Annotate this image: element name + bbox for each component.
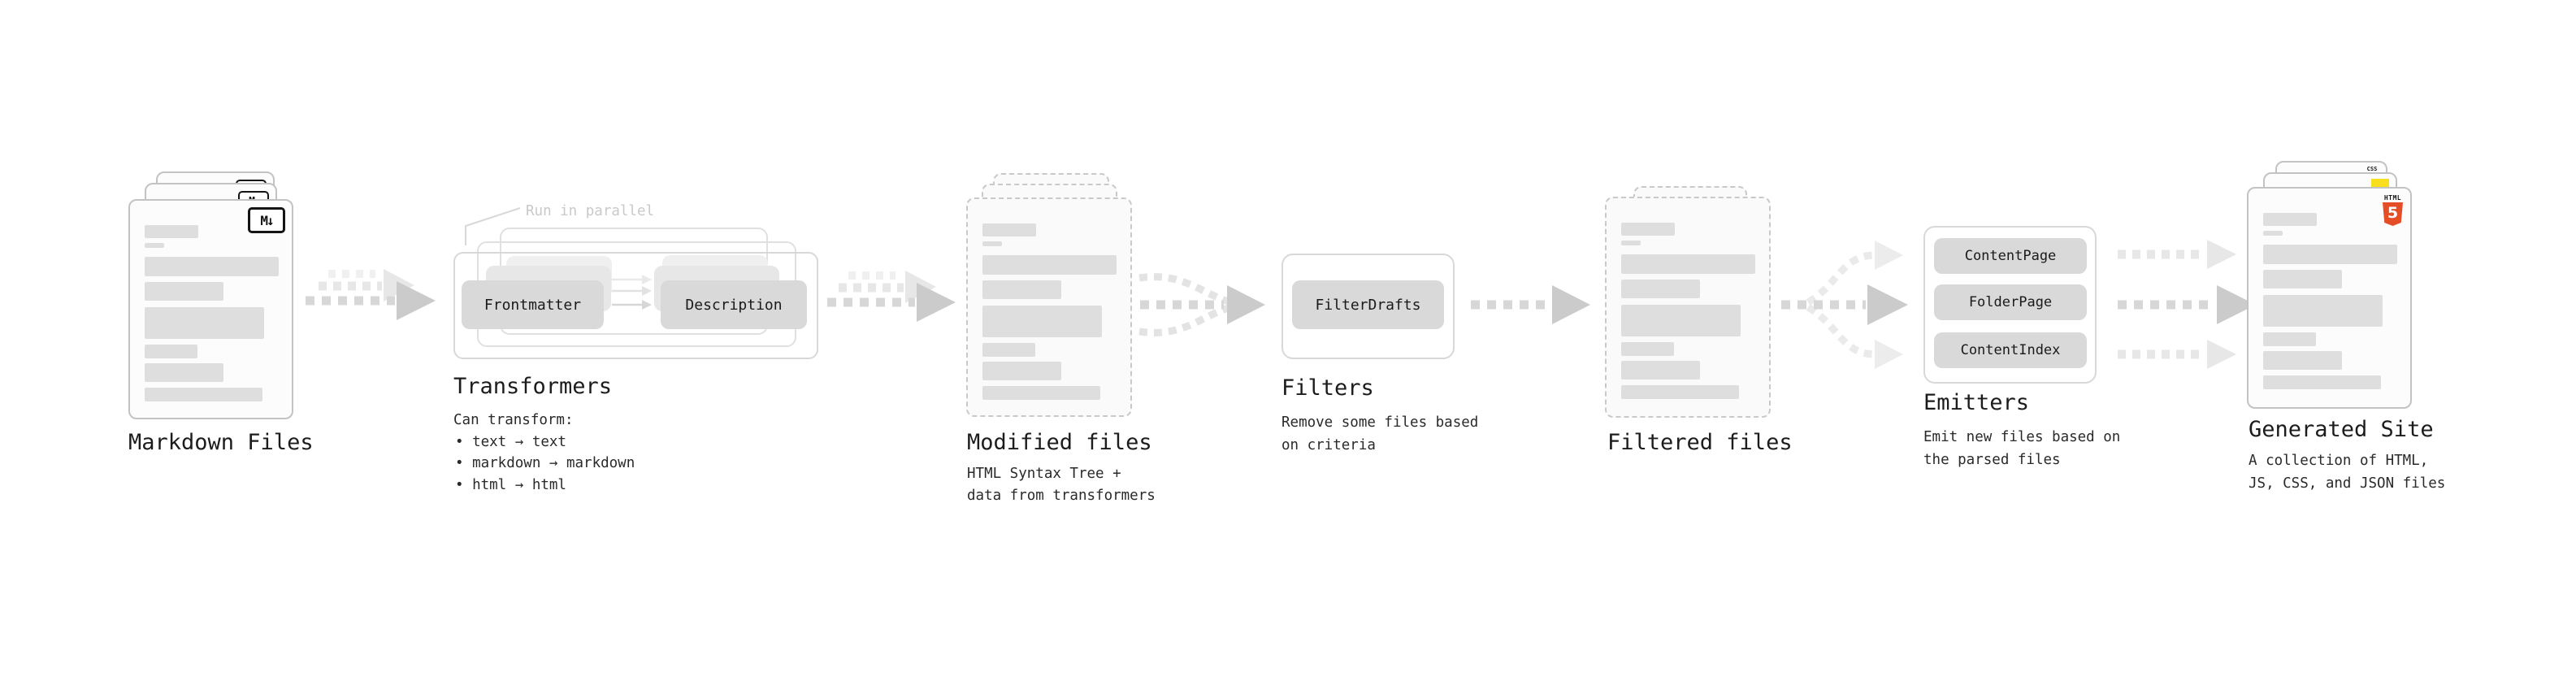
html5-shield: 5 [2383,202,2403,226]
generated-site-caption: A collection of HTML, JS, CSS, and JSON … [2249,449,2445,495]
content-placeholder-bar [2263,332,2316,346]
content-placeholder-bar [145,345,197,358]
emitter-pill-folderpage: FolderPage [1934,284,2087,320]
html5-number: 5 [2387,204,2399,222]
content-placeholder-bar [982,386,1100,400]
content-placeholder-bar [1621,361,1700,380]
caption-line: JS, CSS, and JSON files [2249,475,2446,492]
stage-title-transformers: Transformers [453,374,613,399]
content-placeholder-bar [1621,305,1741,336]
content-placeholder-bar [982,362,1061,380]
content-placeholder-bar [982,241,1002,246]
modified-files-caption: HTML Syntax Tree + data from transformer… [967,463,1156,507]
content-placeholder-bar [2263,375,2381,389]
filter-pill-filterdrafts: FilterDrafts [1292,280,1444,329]
stage-title-modified-files: Modified files [967,430,1152,455]
stage-title-markdown-files: Markdown Files [128,430,314,455]
markdown-logo-icon: M↓ [248,207,285,233]
caption-line: data from transformers [967,488,1156,504]
content-placeholder-bar [982,306,1102,337]
bullet-line: • markdown → markdown [455,455,635,471]
arrow-emitters-to-generated [2118,240,2256,369]
content-placeholder-bar [1621,342,1674,356]
emitter-pill-contentpage: ContentPage [1934,238,2087,274]
generated-file-card-front: HTML 5 [2247,187,2412,409]
content-placeholder-bar [2263,270,2342,288]
content-placeholder-bar [1621,223,1675,236]
bullet-line: • text → text [455,433,566,450]
caption-line: HTML Syntax Tree + [967,466,1121,482]
js-file-icon [2371,179,2389,187]
content-placeholder-bar [145,307,264,339]
run-in-parallel-callout-line [465,207,521,245]
caption-line: the parsed files [1923,452,2061,468]
transformer-pill-description: Description [661,280,807,329]
emitter-pill-contentindex: ContentIndex [1934,332,2087,368]
content-placeholder-bar [982,223,1036,236]
filtered-file-card [1605,197,1771,418]
arrow-modified-to-filters [1138,273,1265,336]
content-placeholder-bar [145,282,223,301]
bullet-line: • html → html [455,476,566,493]
html5-logo-word: HTML [2383,194,2402,202]
content-placeholder-bar [2263,231,2283,236]
content-placeholder-bar [145,257,279,276]
content-placeholder-bar [2263,245,2397,264]
caption-line: on criteria [1281,437,1376,453]
content-placeholder-bar [982,255,1117,275]
arrow-transformers-to-modified [827,271,956,322]
run-in-parallel-annotation: Run in parallel [526,203,655,219]
caption-line: Can transform: [453,412,574,428]
caption-line: Remove some files based [1281,414,1479,431]
content-placeholder-bar [2263,213,2317,226]
content-placeholder-bar [145,225,198,238]
content-placeholder-bar [2263,295,2383,327]
content-placeholder-bar [1621,241,1641,245]
transformer-pill-frontmatter: Frontmatter [462,280,604,329]
stage-title-filtered-files: Filtered files [1607,430,1793,455]
transformers-caption: Can transform: • text → text • markdown … [453,410,635,496]
arrow-filters-to-filtered [1471,285,1590,324]
content-placeholder-bar [1621,254,1755,274]
emitters-caption: Emit new files based on the parsed files [1923,426,2120,471]
content-placeholder-bar [145,363,223,382]
content-placeholder-bar [1621,385,1739,399]
stage-title-emitters: Emitters [1923,390,2030,415]
stage-title-filters: Filters [1281,375,1374,401]
stage-title-generated-site: Generated Site [2249,417,2434,442]
arrow-frontmatter-to-description [612,275,652,310]
content-placeholder-bar [982,280,1061,299]
caption-line: Emit new files based on [1923,429,2121,445]
markdown-file-card-front: M↓ [128,199,293,419]
modified-file-card [966,197,1132,417]
content-placeholder-bar [145,243,164,248]
content-placeholder-bar [145,388,262,401]
filters-caption: Remove some files based on criteria [1281,411,1478,457]
transformers-parallel-box-front [453,252,818,359]
arrow-filtered-to-emitters [1781,241,1908,369]
arrow-markdown-to-transformers [306,269,436,320]
content-placeholder-bar [1621,280,1700,298]
content-placeholder-bar [2263,351,2342,370]
content-placeholder-bar [982,343,1035,357]
html5-logo-icon: HTML 5 [2382,194,2404,228]
caption-line: A collection of HTML, [2249,453,2429,469]
